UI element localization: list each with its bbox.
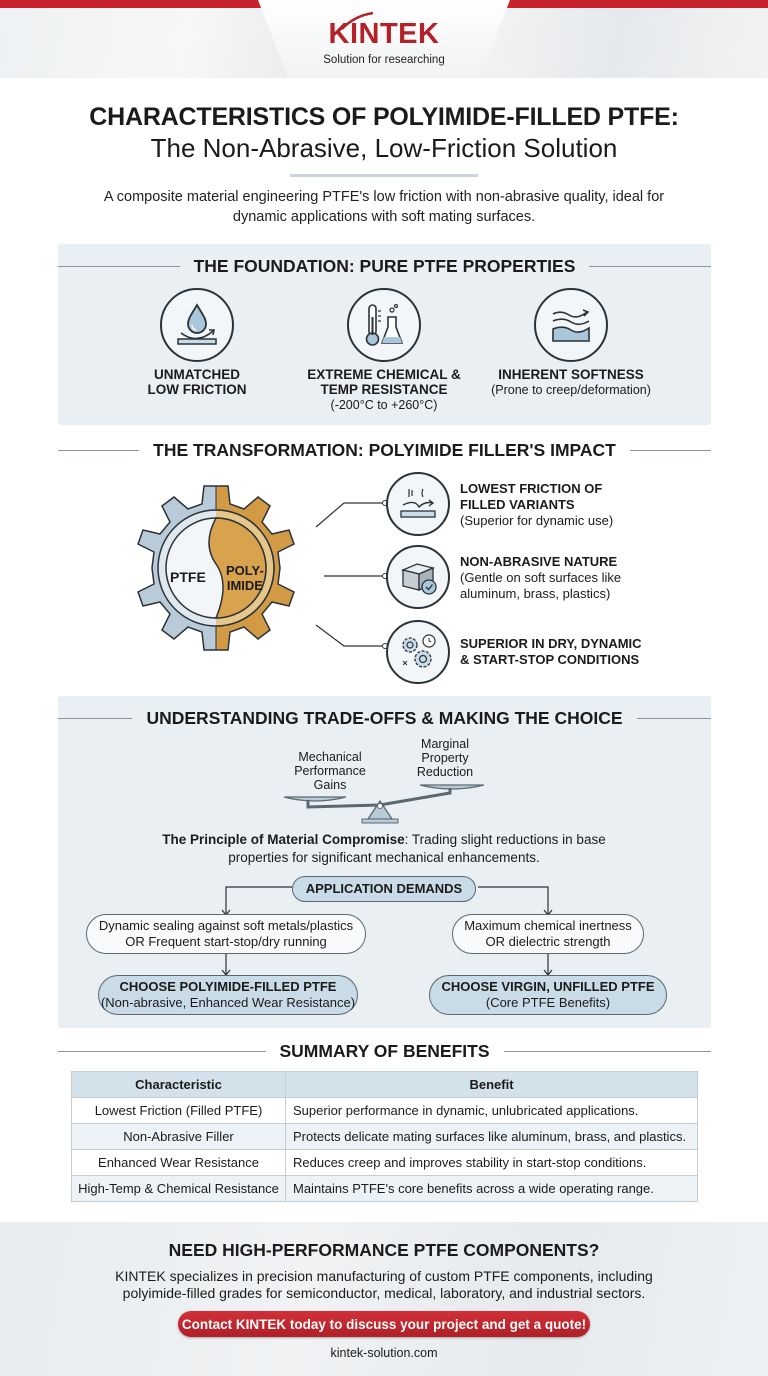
cell-characteristic: High-Temp & Chemical Resistance [71, 1175, 286, 1202]
impact-item-non-abrasive: NON-ABRASIVE NATURE (Gentle on soft surf… [460, 554, 622, 601]
footer-description: KINTEK specializes in precision manufact… [115, 1268, 653, 1301]
summary-heading: SUMMARY OF BENEFITS [58, 1041, 712, 1062]
divider [589, 265, 711, 268]
cube-check-icon [386, 545, 450, 609]
principle-text: The Principle of Material Compromise: Tr… [162, 832, 606, 865]
application-demands-node: APPLICATION DEMANDS [292, 876, 476, 902]
choose-polyimide-filled-node: CHOOSE POLYIMIDE-FILLED PTFE (Non-abrasi… [98, 975, 358, 1015]
table-row: Non-Abrasive Filler Protects delicate ma… [71, 1123, 698, 1150]
divider [58, 717, 133, 720]
impact-connectors [315, 500, 388, 649]
choose-virgin-ptfe-node: CHOOSE VIRGIN, UNFILLED PTFE (Core PTFE … [429, 975, 667, 1015]
contact-cta-button[interactable]: Contact KINTEK today to discuss your pro… [178, 1311, 590, 1337]
table-row: High-Temp & Chemical Resistance Maintain… [71, 1175, 698, 1202]
cell-benefit: Protects delicate mating surfaces like a… [285, 1123, 698, 1150]
table-row: Lowest Friction (Filled PTFE) Superior p… [71, 1097, 698, 1124]
tradeoffs-panel [58, 696, 711, 1028]
left-condition-node: Dynamic sealing against soft metals/plas… [86, 914, 366, 954]
brand-logo[interactable]: KINTEK [328, 18, 440, 50]
water-drop-friction-icon [160, 288, 234, 362]
footer-cta-section: NEED HIGH-PERFORMANCE PTFE COMPONENTS? K… [0, 1222, 768, 1376]
logo-swoosh-icon [341, 12, 374, 30]
ptfe-polyimide-gear-icon [137, 485, 295, 651]
low-friction-surface-icon [386, 472, 450, 536]
thermometer-flask-icon [347, 288, 421, 362]
impact-item-lowest-friction: LOWEST FRICTION OF FILLED VARIANTS (Supe… [460, 481, 614, 528]
right-condition-node: Maximum chemical inertness OR dielectric… [452, 914, 644, 954]
divider [58, 1050, 266, 1053]
page-title: CHARACTERISTICS OF POLYIMIDE-FILLED PTFE… [89, 103, 679, 131]
cell-benefit: Superior performance in dynamic, unlubri… [285, 1097, 698, 1124]
divider [503, 1050, 712, 1053]
page-subtitle: The Non-Abrasive, Low-Friction Solution [150, 133, 618, 163]
foundation-heading: THE FOUNDATION: PURE PTFE PROPERTIES [58, 256, 711, 277]
divider [58, 265, 180, 268]
section-title: SUMMARY OF BENEFITS [279, 1041, 490, 1061]
column-header-benefit: Benefit [285, 1071, 698, 1098]
table-header-row: Characteristic Benefit [71, 1071, 698, 1098]
cell-characteristic: Lowest Friction (Filled PTFE) [71, 1097, 286, 1124]
cell-characteristic: Enhanced Wear Resistance [71, 1149, 286, 1176]
transformation-heading: THE TRANSFORMATION: POLYIMIDE FILLER'S I… [58, 440, 711, 461]
section-title: THE FOUNDATION: PURE PTFE PROPERTIES [193, 256, 576, 276]
footer-title: NEED HIGH-PERFORMANCE PTFE COMPONENTS? [168, 1240, 600, 1260]
divider [636, 717, 711, 720]
balance-scale-icon [283, 784, 485, 824]
divider [629, 449, 711, 452]
divider [58, 449, 140, 452]
title-divider [290, 174, 478, 177]
section-title: UNDERSTANDING TRADE-OFFS & MAKING THE CH… [146, 708, 623, 728]
benefits-table: Characteristic Benefit Lowest Friction (… [71, 1071, 698, 1202]
section-title: THE TRANSFORMATION: POLYIMIDE FILLER'S I… [153, 440, 616, 460]
gears-clock-icon [386, 620, 450, 684]
foundation-item-softness: INHERENT SOFTNESS(Prone to creep/deforma… [491, 367, 651, 397]
intro-text: A composite material engineering PTFE's … [103, 189, 665, 225]
header-banner: KINTEK Solution for researching [0, 0, 768, 78]
cell-benefit: Maintains PTFE's core benefits across a … [285, 1175, 698, 1202]
gear-label-ptfe: PTFE [170, 569, 206, 585]
tradeoffs-heading: UNDERSTANDING TRADE-OFFS & MAKING THE CH… [58, 708, 711, 729]
website-link[interactable]: kintek-solution.com [330, 1346, 438, 1360]
impact-item-start-stop: SUPERIOR IN DRY, DYNAMIC & START-STOP CO… [460, 636, 642, 667]
foundation-item-chemical-temp: EXTREME CHEMICAL &TEMP RESISTANCE(-200°C… [307, 367, 461, 412]
table-row: Enhanced Wear Resistance Reduces creep a… [71, 1149, 698, 1176]
cell-characteristic: Non-Abrasive Filler [71, 1123, 286, 1150]
gear-label-polyimide: POLY-IMIDE [226, 563, 264, 593]
column-header-characteristic: Characteristic [71, 1071, 286, 1098]
brand-tagline: Solution for researching [323, 54, 445, 66]
cell-benefit: Reduces creep and improves stability in … [285, 1149, 698, 1176]
soft-wave-icon [534, 288, 608, 362]
logo-tab [258, 0, 510, 78]
